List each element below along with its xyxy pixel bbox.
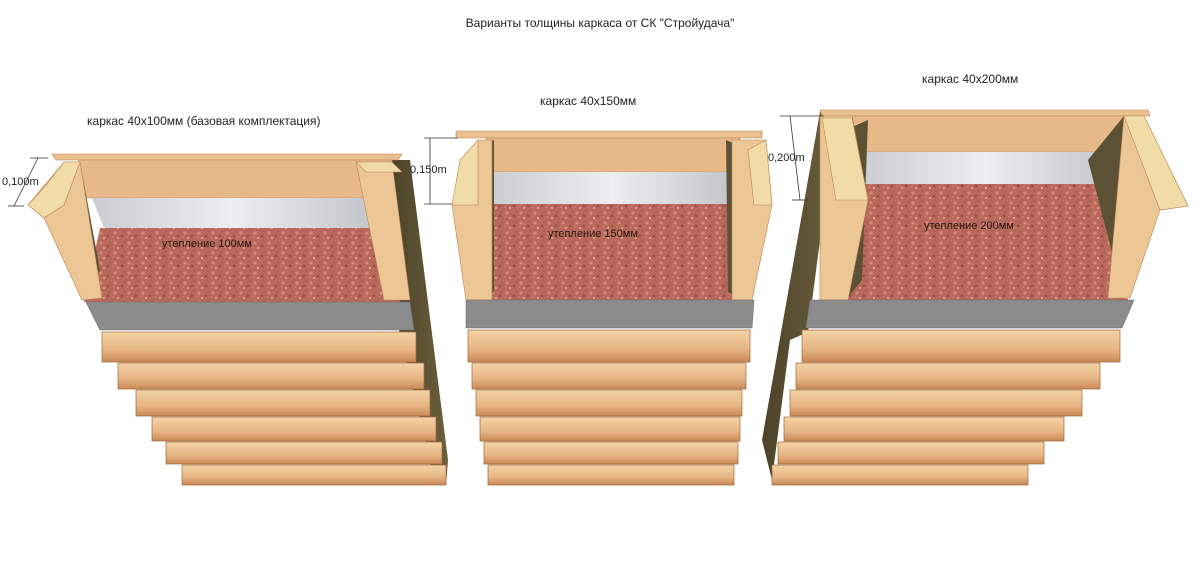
siding-board: [475, 389, 743, 417]
top-plate: [819, 109, 1151, 117]
top-plate: [455, 130, 763, 139]
frame-label-150: каркас 40х150мм: [540, 94, 637, 108]
wall-section-100: [8, 153, 448, 486]
wall-section-200: [762, 109, 1189, 486]
insulation-block: [848, 184, 1128, 300]
left-stud-end: [27, 161, 81, 219]
dimension-label-100: 0,100m: [2, 176, 39, 188]
siding-boards: [467, 329, 751, 486]
back-beam: [851, 115, 1125, 153]
right-stud-end: [355, 161, 403, 173]
siding-board: [479, 416, 741, 442]
siding-board: [471, 362, 747, 390]
vapor-barrier: [92, 198, 370, 228]
wind-membrane: [85, 301, 415, 331]
siding-board: [117, 362, 425, 390]
dimension-marker-150: [424, 137, 458, 205]
dimension-label-200: 0,200m: [768, 152, 805, 164]
siding-boards: [771, 329, 1121, 486]
wall-section-150: [424, 130, 773, 486]
right-stud-end: [747, 139, 773, 206]
siding-board: [783, 416, 1065, 442]
siding-board: [135, 389, 431, 417]
dark-side-panel: [762, 112, 836, 480]
siding-board: [487, 464, 735, 486]
insulation-label-200: утепление 200мм: [924, 220, 1014, 232]
siding-board: [181, 464, 447, 486]
siding-board: [801, 329, 1121, 363]
dimension-marker-200: [780, 115, 824, 201]
top-plate: [51, 153, 403, 161]
siding-board: [789, 389, 1083, 417]
dark-side-panel: [392, 160, 448, 485]
insulation-block: [84, 228, 400, 302]
insulation-label-100: утепление 100мм: [162, 238, 252, 250]
diagram-title: Варианты толщины каркаса от СК "Стройуда…: [465, 16, 735, 30]
siding-boards: [101, 331, 447, 486]
siding-board: [165, 441, 443, 465]
siding-board: [795, 362, 1101, 390]
frame-label-100: каркас 40х100мм (базовая комплектация): [87, 114, 321, 128]
left-stud-end: [451, 139, 479, 206]
siding-board: [777, 441, 1045, 465]
right-stud-end: [1123, 115, 1189, 211]
siding-board: [101, 331, 417, 363]
dimension-label-150: 0,150m: [410, 164, 447, 176]
siding-board: [151, 416, 437, 442]
siding-board: [483, 441, 739, 465]
insulation-label-150: утепление 150мм: [548, 228, 638, 240]
left-stud-end: [821, 117, 869, 201]
dimension-marker-100: [8, 157, 48, 207]
siding-board: [467, 329, 751, 363]
insulation-block: [470, 204, 748, 300]
back-beam: [77, 159, 393, 199]
wind-membrane: [805, 299, 1135, 329]
vapor-barrier: [492, 172, 730, 204]
back-beam: [485, 137, 741, 173]
vapor-barrier: [860, 152, 1110, 184]
siding-board: [771, 464, 1029, 486]
wind-membrane: [465, 299, 755, 329]
frame-label-200: каркас 40х200мм: [922, 72, 1019, 86]
